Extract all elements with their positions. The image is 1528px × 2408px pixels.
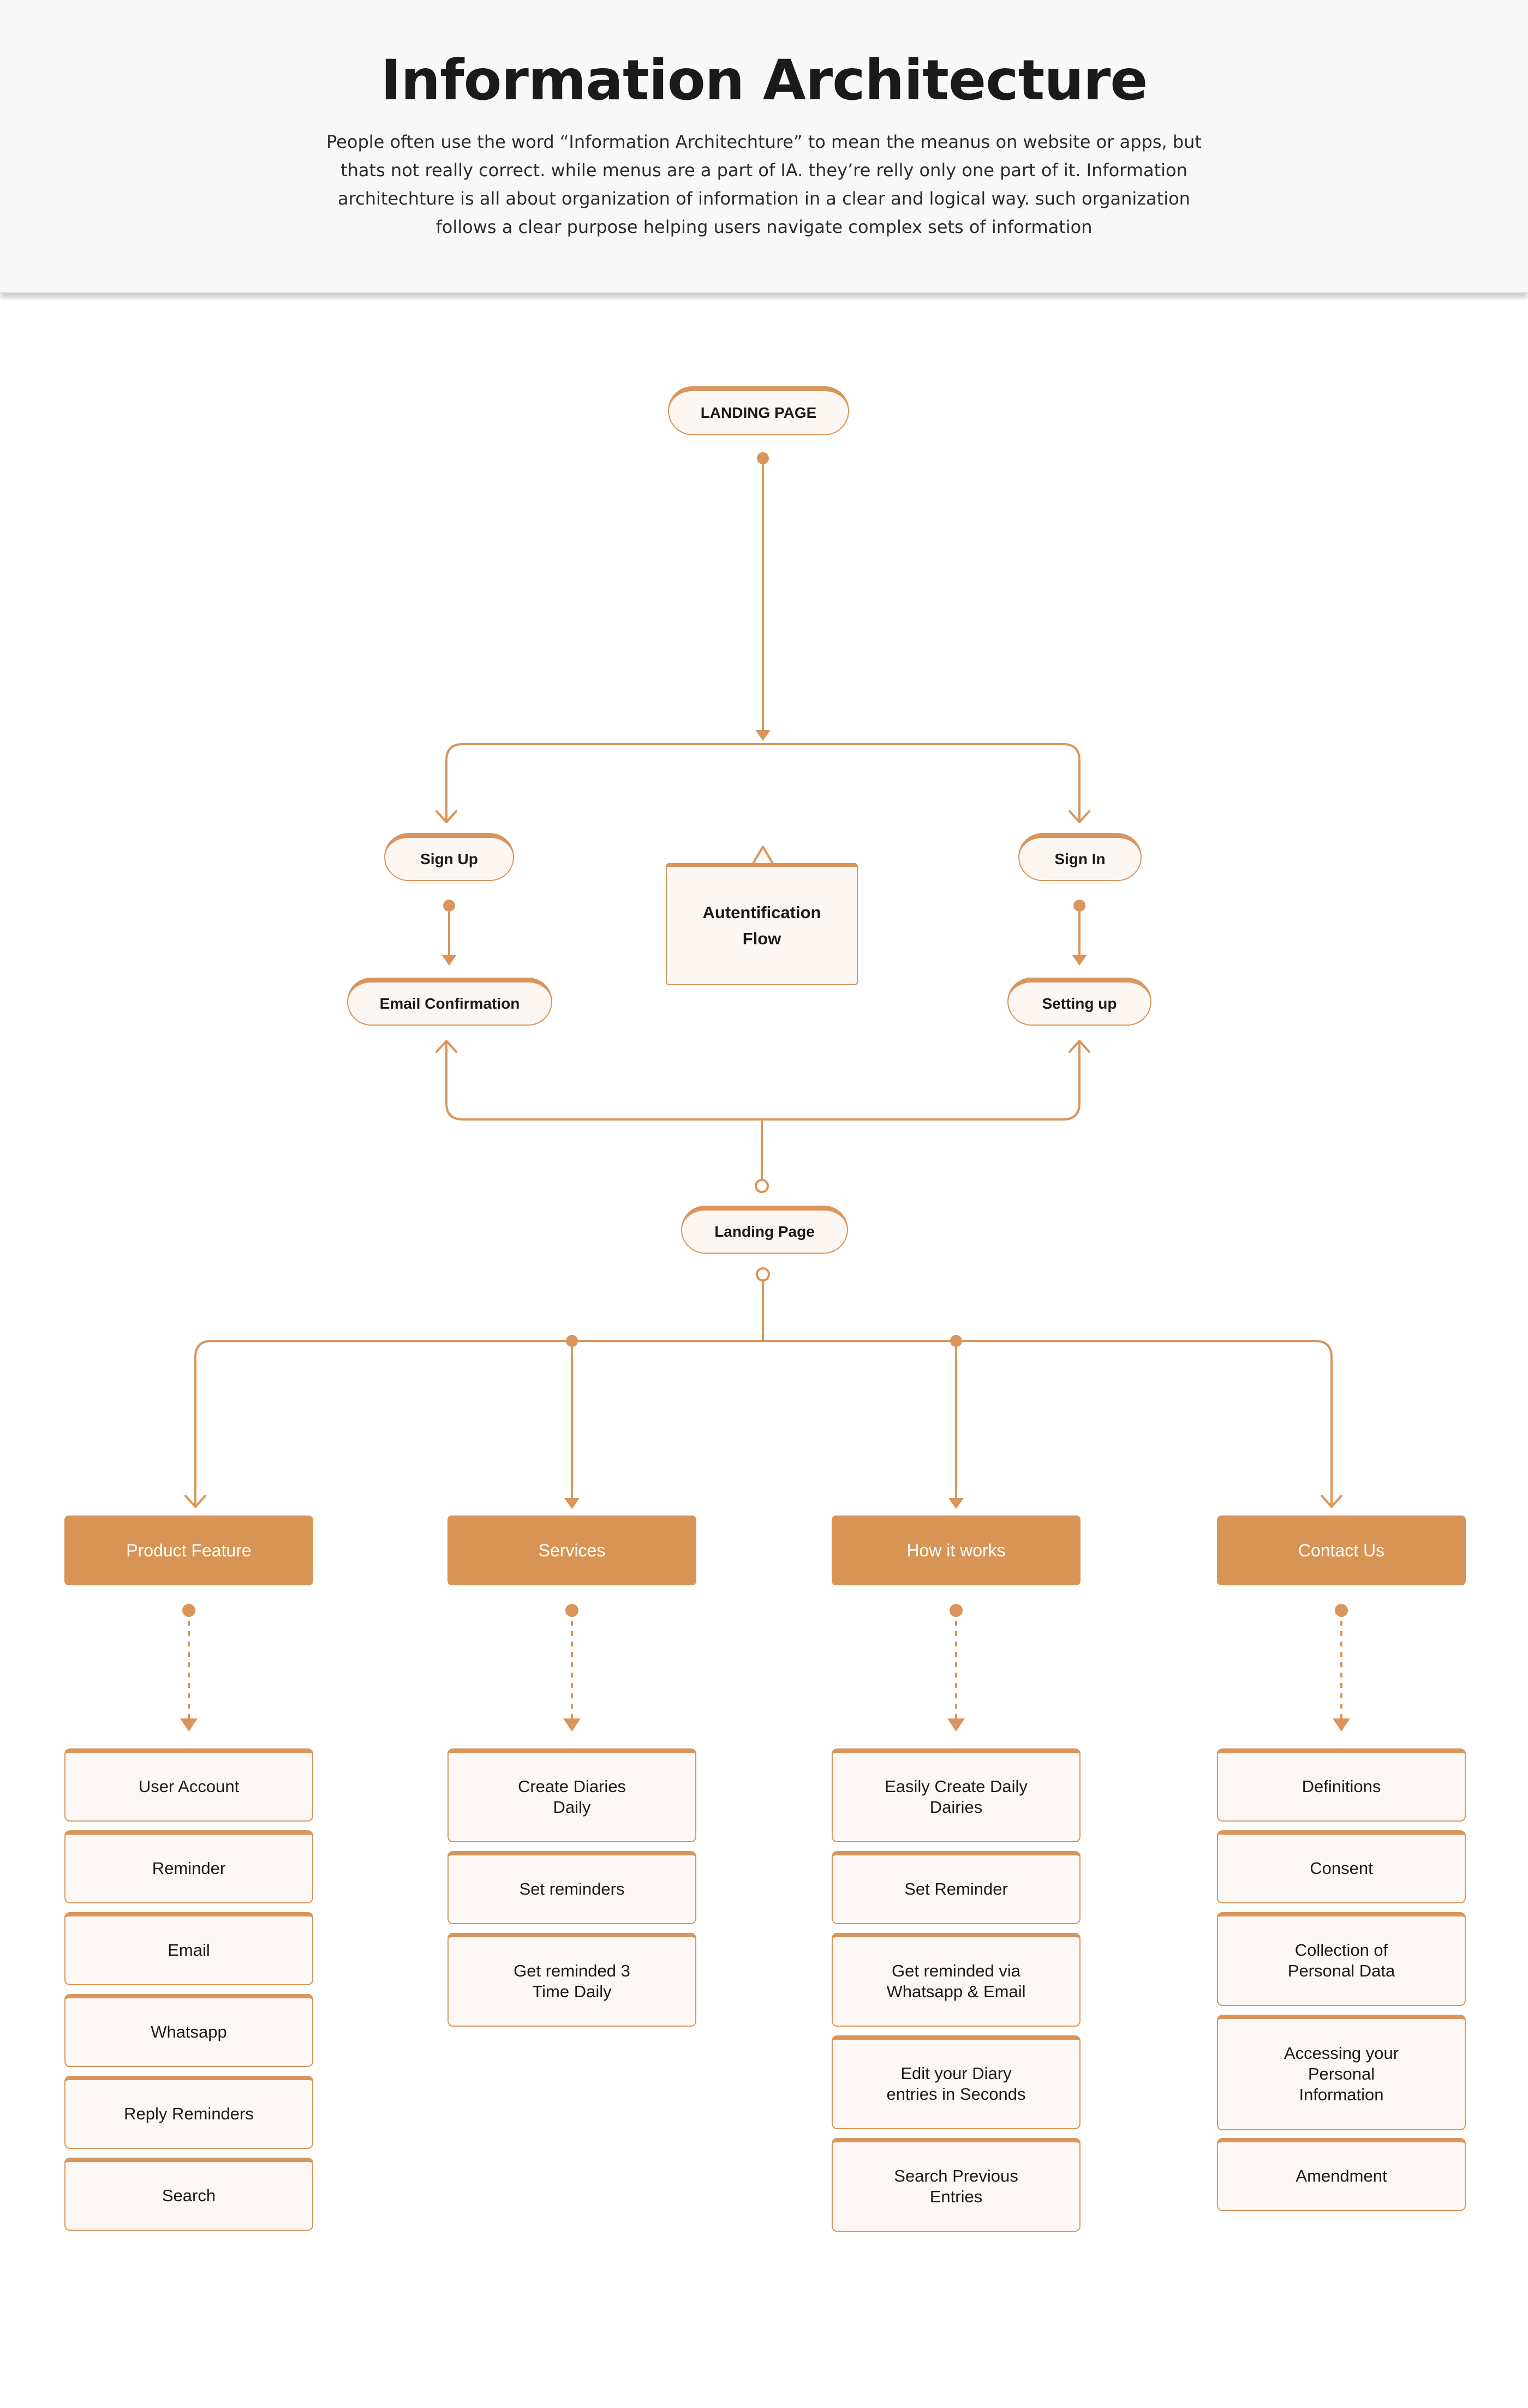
list-item-whatsapp: Whatsapp — [64, 1994, 313, 2067]
connector-auth-split — [445, 743, 1081, 822]
node-sign-in: Sign In — [1018, 833, 1142, 881]
list-item-accessing-personal-information: Accessing your Personal Information — [1217, 2015, 1466, 2130]
list-item-search: Search — [64, 2158, 313, 2231]
connector-dot — [1073, 900, 1085, 912]
category-services: Services — [447, 1516, 696, 1585]
node-email-confirmation: Email Confirmation — [347, 978, 552, 1026]
list-item-search-previous-entries: Search Previous Entries — [832, 2138, 1081, 2232]
page-description: People often use the word “Information A… — [326, 131, 1202, 237]
connector-dot — [950, 1604, 963, 1617]
connector-dot — [566, 1335, 578, 1347]
arrowhead-contact-us — [1321, 1495, 1342, 1508]
auth-flow-label: Autentification Flow — [702, 902, 821, 948]
connector-dot — [757, 452, 769, 464]
arrowhead-landing-split — [755, 730, 771, 741]
connector-dot — [1335, 1604, 1348, 1617]
connector-auth-merge — [445, 1041, 1081, 1121]
category-product-feature: Product Feature — [64, 1516, 313, 1585]
connector-dot — [182, 1604, 195, 1617]
category-contact-us: Contact Us — [1217, 1516, 1466, 1585]
arrowhead-contact-list — [1333, 1718, 1350, 1732]
arrowhead-how-list — [947, 1718, 965, 1732]
arrowhead-setting-up — [1069, 1040, 1090, 1053]
node-landing-page-mid: Landing Page — [681, 1206, 848, 1254]
auth-notch — [751, 846, 775, 866]
connector-dot — [443, 900, 455, 912]
list-item-reply-reminders: Reply Reminders — [64, 2076, 313, 2149]
list-item-get-reminded-whatsapp-email: Get reminded via Whatsapp & Email — [832, 1933, 1081, 2027]
list-item-easily-create-dairies: Easily Create Daily Dairies — [832, 1748, 1081, 1842]
connector-dot — [950, 1335, 962, 1347]
arrowhead-how-it-works — [948, 1498, 964, 1509]
list-item-create-diaries: Create Diaries Daily — [447, 1748, 696, 1842]
arrowhead-product-feature — [184, 1495, 206, 1508]
arrowhead-sign-up — [435, 810, 457, 823]
list-item-user-account: User Account — [64, 1748, 313, 1822]
list-item-collection-personal-data: Collection of Personal Data — [1217, 1912, 1466, 2006]
connector-dot — [565, 1604, 578, 1617]
connector-category-bar — [194, 1340, 1333, 1507]
arrowhead-product-list — [180, 1718, 198, 1732]
list-item-consent: Consent — [1217, 1830, 1466, 1903]
list-item-definitions: Definitions — [1217, 1748, 1466, 1822]
arrowhead-setting — [1072, 955, 1087, 966]
list-item-edit-diary-entries: Edit your Diary entries in Seconds — [832, 2035, 1081, 2129]
list-item-amendment: Amendment — [1217, 2138, 1466, 2211]
node-sign-up: Sign Up — [384, 833, 514, 881]
node-setting-up: Setting up — [1007, 978, 1151, 1026]
list-item-reminder: Reminder — [64, 1830, 313, 1903]
list-item-set-reminder: Set Reminder — [832, 1851, 1081, 1924]
arrowhead-email — [441, 955, 457, 966]
arrowhead-services-list — [563, 1718, 581, 1732]
node-authentification-flow: Autentification Flow — [666, 863, 858, 985]
category-how-it-works: How it works — [832, 1516, 1081, 1585]
page-title: Information Architecture — [380, 48, 1148, 113]
node-landing-page-top: LANDING PAGE — [668, 386, 849, 435]
list-item-email: Email — [64, 1912, 313, 1985]
connector-open-dot — [755, 1179, 769, 1193]
connector-open-dot — [756, 1267, 770, 1281]
arrowhead-services — [564, 1498, 580, 1509]
page-header: Information Architecture People often us… — [0, 0, 1528, 293]
arrowhead-sign-in — [1069, 810, 1090, 823]
arrowhead-email-up — [435, 1040, 457, 1053]
list-item-get-reminded-3-times: Get reminded 3 Time Daily — [447, 1933, 696, 2027]
list-item-set-reminders: Set reminders — [447, 1851, 696, 1924]
